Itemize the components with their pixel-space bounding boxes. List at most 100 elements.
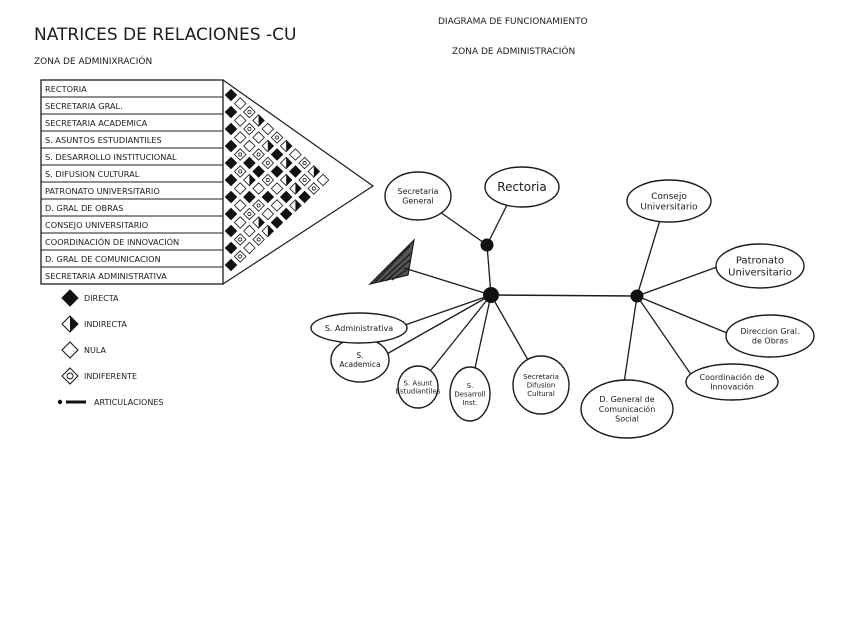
node-label: S. Asunt <box>404 379 433 387</box>
right-subtitle: ZONA DE ADMINISTRACIÓN <box>452 45 575 57</box>
matrix-cell <box>233 114 247 127</box>
matrix-cell <box>252 114 265 127</box>
right-title: DIAGRAMA DE FUNCIONAMIENTO <box>438 17 588 27</box>
matrix-row-label: PATRONATO UNIVERSITARIO <box>45 186 160 196</box>
matrix-cell <box>261 173 275 187</box>
matrix-cell <box>307 182 321 195</box>
matrix-cell <box>243 139 256 153</box>
node-label: Cultural <box>527 390 555 398</box>
matrix-cell <box>243 156 256 170</box>
node-label: Consejo <box>651 192 687 202</box>
matrix-cell <box>261 224 275 238</box>
matrix-cell <box>252 148 265 161</box>
matrix-cell <box>224 190 238 204</box>
matrix-cell <box>261 156 275 170</box>
matrix-cell <box>279 173 293 187</box>
matrix-cell <box>233 182 247 195</box>
connector-line <box>404 294 492 326</box>
matrix-row-label: D. GRAL DE OBRAS <box>45 203 123 213</box>
node-label: D. General de <box>599 395 654 404</box>
matrix-cell <box>289 199 302 212</box>
matrix-row-label: D. GRAL DE COMUNICACION <box>45 254 161 264</box>
connector-line <box>490 294 529 361</box>
matrix-cell <box>224 258 238 272</box>
node-label: Comunicación <box>599 404 656 414</box>
node-label: General <box>402 197 434 206</box>
matrix-row-label: COORDINACIÓN DE INNOVACIÓN <box>45 236 179 247</box>
legend: DIRECTAINDIRECTANULAINDIFERENTEARTICULAC… <box>57 289 163 407</box>
matrix-cell <box>252 233 265 246</box>
matrix-cell <box>252 199 265 212</box>
connector-line <box>403 267 492 296</box>
legend-label: NULA <box>84 346 106 355</box>
node-label: Universitario <box>640 203 698 213</box>
articulation-node <box>483 287 499 303</box>
node-label: Coordinación de <box>700 372 765 382</box>
matrix-row-label: RECTORIA <box>45 84 87 94</box>
legend-label: INDIRECTA <box>84 320 127 329</box>
matrix-cell <box>224 241 238 255</box>
matrix-cell <box>270 131 284 144</box>
matrix-cell <box>279 207 293 221</box>
matrix-cell <box>298 190 311 204</box>
matrix-cell <box>298 173 311 187</box>
node-label: Estudiantiles <box>396 388 441 396</box>
left-subtitle: ZONA DE ADMINIXRACIÓN <box>34 55 152 67</box>
connector-line <box>623 295 638 384</box>
matrix-cell <box>270 182 284 195</box>
matrix-row-label: CONSEJO UNIVERSITARIO <box>45 220 148 230</box>
matrix-cell <box>233 131 247 144</box>
matrix-cell <box>261 190 275 204</box>
node-obras: Direccion Gral.de Obras <box>725 314 815 358</box>
matrix-cell <box>279 190 293 204</box>
matrix-cell <box>224 105 238 119</box>
legend-item-articulacion: ARTICULACIONES <box>57 398 163 407</box>
matrix-cell <box>243 105 256 119</box>
articulation-node <box>480 238 494 252</box>
matrix-cell <box>289 148 302 161</box>
matrix-cell <box>270 165 284 178</box>
legend-item-indirecta: INDIRECTA <box>61 315 127 333</box>
matrix-cell <box>261 207 275 221</box>
node-label: Academica <box>339 360 380 369</box>
matrix-cell <box>243 207 256 221</box>
node-label: Inst. <box>462 399 477 407</box>
connector-line <box>474 294 492 369</box>
matrix-cell <box>307 165 321 178</box>
connector-line <box>636 219 661 297</box>
connector-line <box>636 266 718 297</box>
matrix-cell <box>224 139 238 153</box>
node-label: Difusion <box>527 381 556 389</box>
matrix-cell <box>233 199 247 212</box>
articulation-node <box>630 289 644 303</box>
matrix-row-label: S. DESARROLLO INSTITUCIONAL <box>45 152 177 162</box>
matrix-cell <box>270 216 284 229</box>
matrix-row-label: SECRETARIA GRAL. <box>45 101 123 111</box>
matrix-cell <box>224 156 238 170</box>
matrix-cell <box>233 233 247 246</box>
connector-line <box>439 211 488 246</box>
legend-label: ARTICULACIONES <box>94 398 163 407</box>
node-label: Secretaria <box>523 373 559 381</box>
node-label: S. Administrativa <box>325 324 393 333</box>
scribble-mark <box>368 238 415 286</box>
main-axis-line <box>490 294 638 297</box>
node-label: Secretaria <box>398 187 439 196</box>
node-label: Patronato <box>736 256 784 267</box>
matrix-cell <box>298 156 311 170</box>
matrix-cell <box>270 199 284 212</box>
legend-label: INDIFERENTE <box>84 372 137 381</box>
matrix-cell <box>224 88 238 102</box>
matrix-cell <box>279 139 293 153</box>
matrix-row-label: S. DIFUSION CULTURAL <box>45 169 140 179</box>
node-academica: S.Academica <box>330 337 390 383</box>
matrix-cell <box>233 97 247 110</box>
